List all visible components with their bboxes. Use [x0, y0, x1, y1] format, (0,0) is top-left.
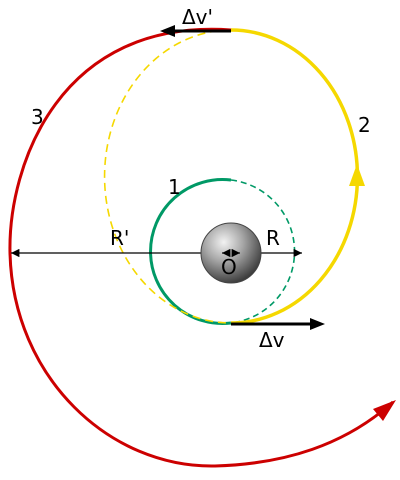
central-body [200, 222, 262, 284]
orbit-2-dashed [103, 29, 232, 324]
orbit-3-arc [8, 27, 395, 468]
orbit-2-label: 2 [358, 113, 371, 137]
delta-v-prime-arrowhead [160, 25, 175, 37]
orbit-3-label: 3 [31, 105, 44, 129]
delta-v-prime-label: Δv' [182, 5, 213, 29]
radius-inner-label: R [266, 226, 280, 250]
center-label: O [221, 255, 237, 279]
orbit-2-arrowhead [349, 164, 365, 186]
orbit-3-arrowhead [373, 400, 396, 421]
delta-v-label: Δv [259, 328, 285, 352]
radius-outer-label: R' [110, 226, 129, 250]
orbit-1-solid [149, 178, 232, 325]
orbit-2-solid [230, 28, 360, 325]
orbit-1-label: 1 [168, 175, 181, 199]
delta-v-arrowhead [310, 318, 325, 330]
